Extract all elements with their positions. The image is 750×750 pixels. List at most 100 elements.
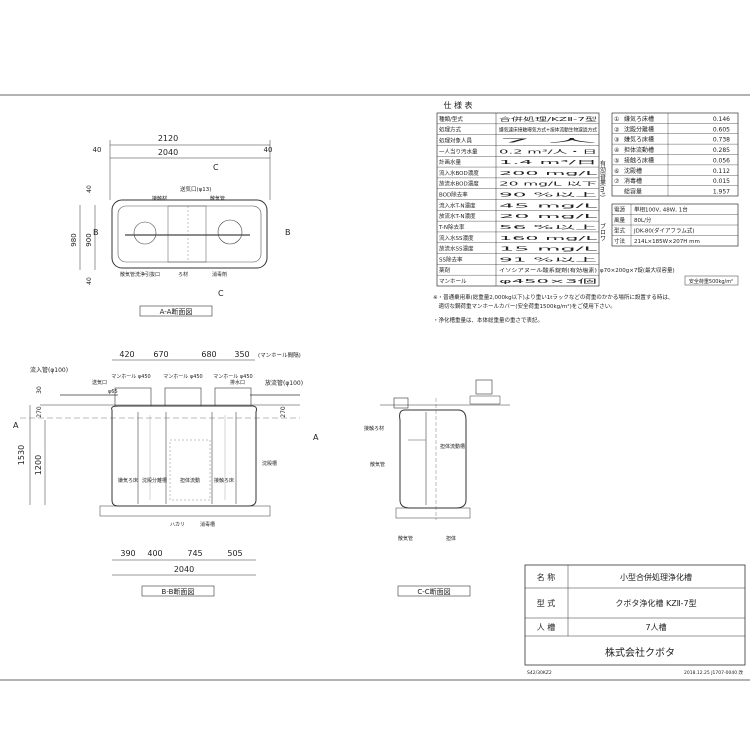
bb-height-top1: 30: [36, 386, 43, 394]
aa-dim-left: 40: [93, 146, 102, 154]
spec-row-value: 90 %以上: [499, 191, 597, 199]
aa-mark-c-top: C: [213, 163, 219, 172]
bb-label-carrier: 担体流動: [180, 477, 200, 484]
spec-row-value: 20 mg/L: [499, 214, 598, 220]
aa-dim-total: 2120: [158, 134, 178, 143]
volume-no: ⑥: [614, 168, 619, 175]
volume-value: 0.146: [713, 116, 730, 123]
bb-height-body: 1200: [34, 455, 43, 475]
bb-mh-2: マンホール φ450: [163, 374, 202, 380]
spec-row-label: 放流水BOD濃度: [439, 180, 479, 188]
bb-mark-a-right: A: [313, 433, 319, 442]
spec-row-label: 流入水T-N濃度: [439, 201, 476, 209]
spec-row-value: 1.4 m³/日: [499, 159, 597, 166]
spec-row-label: 放流水SS濃度: [439, 245, 474, 253]
tb-capacity-value: 7人槽: [645, 622, 666, 632]
aa-dim-top: 40: [86, 185, 93, 193]
spec-row-value: 45 mg/L: [499, 203, 598, 209]
volume-name: 消毒槽: [624, 177, 642, 185]
view-bb: 420 670 680 350 (マンホール間隔) 1530 1200 30 2…: [13, 350, 319, 597]
note-2: 適切な鋼荷重マンホールカバー(安全荷重1500kg/m²)をご使用下さい。: [433, 302, 616, 310]
tb-name-value: 小型合併処理浄化槽: [620, 572, 692, 582]
spec-row-label: BOD除去率: [439, 191, 468, 199]
bb-label-air: 送気口: [92, 379, 107, 386]
aa-label-drain: 散気管洗浄引抜口: [120, 271, 160, 278]
bb-top-note: (マンホール間隔): [258, 351, 301, 359]
spec-row-label: 一人当り汚水量: [439, 147, 478, 155]
aa-label-diffuser: 散気管: [210, 195, 225, 202]
spec-row-label: 計画水量: [439, 158, 462, 166]
volume-no: ④: [614, 147, 619, 154]
cc-label-diffuser2: 散気管: [398, 535, 413, 542]
bb-inlet: 流入管(φ100): [30, 366, 68, 374]
cc-tank-outline: [399, 409, 467, 509]
bb-label-drain: 排水口: [230, 379, 245, 386]
bb-bottom-dim-2: 400: [147, 549, 162, 558]
tb-model-label: 型 式: [537, 598, 556, 608]
spec-table: 仕 様 表 種類/型式合併処理/KZⅡ-7型処理方式嫌気濾床接触曝気方式+担体流…: [436, 100, 739, 287]
blower-label-cell: 風量: [614, 217, 626, 224]
blower-value-cell: 単相100V, 48W, 1台: [634, 206, 688, 214]
spec-row-value: 0.2 m³/人・日: [499, 148, 597, 155]
volume-name: 担体流動槽: [624, 146, 654, 154]
bb-tank-outline: [111, 405, 257, 507]
cc-label-carrier-tank: 担体流動槽: [440, 443, 465, 450]
bb-label-anaerobic: 嫌気ろ床: [118, 477, 138, 484]
blower-label-cell: 電源: [614, 206, 626, 214]
bb-height-total: 1530: [17, 445, 26, 465]
tb-capacity-label: 人 槽: [537, 622, 556, 632]
spec-row-value: 91 %以上: [499, 255, 597, 263]
bb-mh-1: マンホール φ450: [111, 374, 150, 380]
aa-dim-height-total: 980: [70, 233, 78, 246]
tb-model-value: クボタ浄化槽 KZⅡ-7型: [615, 598, 696, 608]
aa-label-air-inlet: 送気口(φ13): [180, 185, 211, 193]
spec-row-label: マンホール: [439, 278, 467, 285]
volume-value: 0.738: [713, 137, 730, 144]
note-1: ※・普通乗用車(総重量2,000kg以下)より重い1tラックなどの荷重のかかる場…: [433, 293, 673, 301]
title-block: 名 称 小型合併処理浄化槽 型 式 クボタ浄化槽 KZⅡ-7型 人 槽 7人槽 …: [524, 564, 746, 676]
volume-name: 嫌気ろ床槽: [624, 136, 654, 144]
aa-dim-height-inner: 900: [85, 233, 93, 246]
bb-caption: B-B断面図: [162, 587, 195, 596]
spec-row-label: 流入水BOD濃度: [439, 169, 479, 177]
spec-row-value: φ450×3個: [499, 277, 597, 285]
aa-mark-b-right: B: [285, 228, 291, 237]
spec-row-label: 流入水SS濃度: [439, 234, 474, 242]
bb-outlet: 放流管(φ100): [265, 379, 303, 387]
view-aa: 2120 2040 40 40 980 900 40 40 B B C C 送気…: [70, 134, 291, 317]
notes: ※・普通乗用車(総重量2,000kg以下)より重い1tラックなどの荷重のかかる場…: [433, 293, 673, 324]
spec-row-value: イソシアヌール酸系錠剤(有効塩素): [499, 266, 597, 274]
cc-label-media: 接触ろ材: [364, 425, 384, 432]
aa-dim-inner: 2040: [158, 148, 178, 157]
aa-dim-bottom: 40: [86, 277, 93, 285]
spec-row-value: 15 mg/L: [499, 247, 598, 253]
bb-bottom-total: 2040: [174, 565, 194, 574]
volume-name: 嫌気ろ床槽: [624, 115, 654, 123]
volume-no: ⑦: [614, 178, 620, 185]
spec-row-value: 7 人: [499, 137, 597, 144]
spec-row-label: SS除去率: [439, 255, 463, 263]
volume-name: 総容量: [624, 188, 642, 196]
volume-label: 有効容量(m³): [599, 159, 606, 197]
bb-label-scale: ハカリ: [170, 522, 185, 528]
bb-label-separation: 沈殿分離槽: [142, 477, 167, 484]
volume-value: 0.112: [713, 168, 730, 175]
volume-value: 0.056: [713, 157, 730, 164]
volume-no: ①: [614, 116, 619, 123]
bb-top-dim-4: 350: [234, 350, 249, 359]
bb-bottom-dim-4: 505: [227, 549, 242, 558]
spec-row-value: 200 mg/L: [499, 171, 597, 177]
bb-label-disinfect: 消毒槽: [200, 521, 215, 528]
volume-no: ⑤: [614, 157, 619, 164]
blower-value-cell: 214L×185W×207H mm: [634, 239, 700, 245]
bb-height-right: 270: [280, 406, 287, 418]
volume-name: 沈殿分離槽: [624, 125, 654, 133]
bb-bottom-dim-3: 745: [187, 549, 202, 558]
bb-mark-a-left: A: [13, 421, 19, 430]
drug-dim: φ70×200g×7錠(最大収容量): [600, 266, 675, 274]
volume-no: ③: [614, 137, 619, 144]
bb-label-settling: 沈殿槽: [262, 460, 277, 467]
spec-row-label: T-N除去率: [438, 223, 465, 231]
spec-row-label: 種類/型式: [439, 115, 463, 123]
spec-row-value: 合併処理/KZⅡ-7型: [499, 115, 597, 123]
